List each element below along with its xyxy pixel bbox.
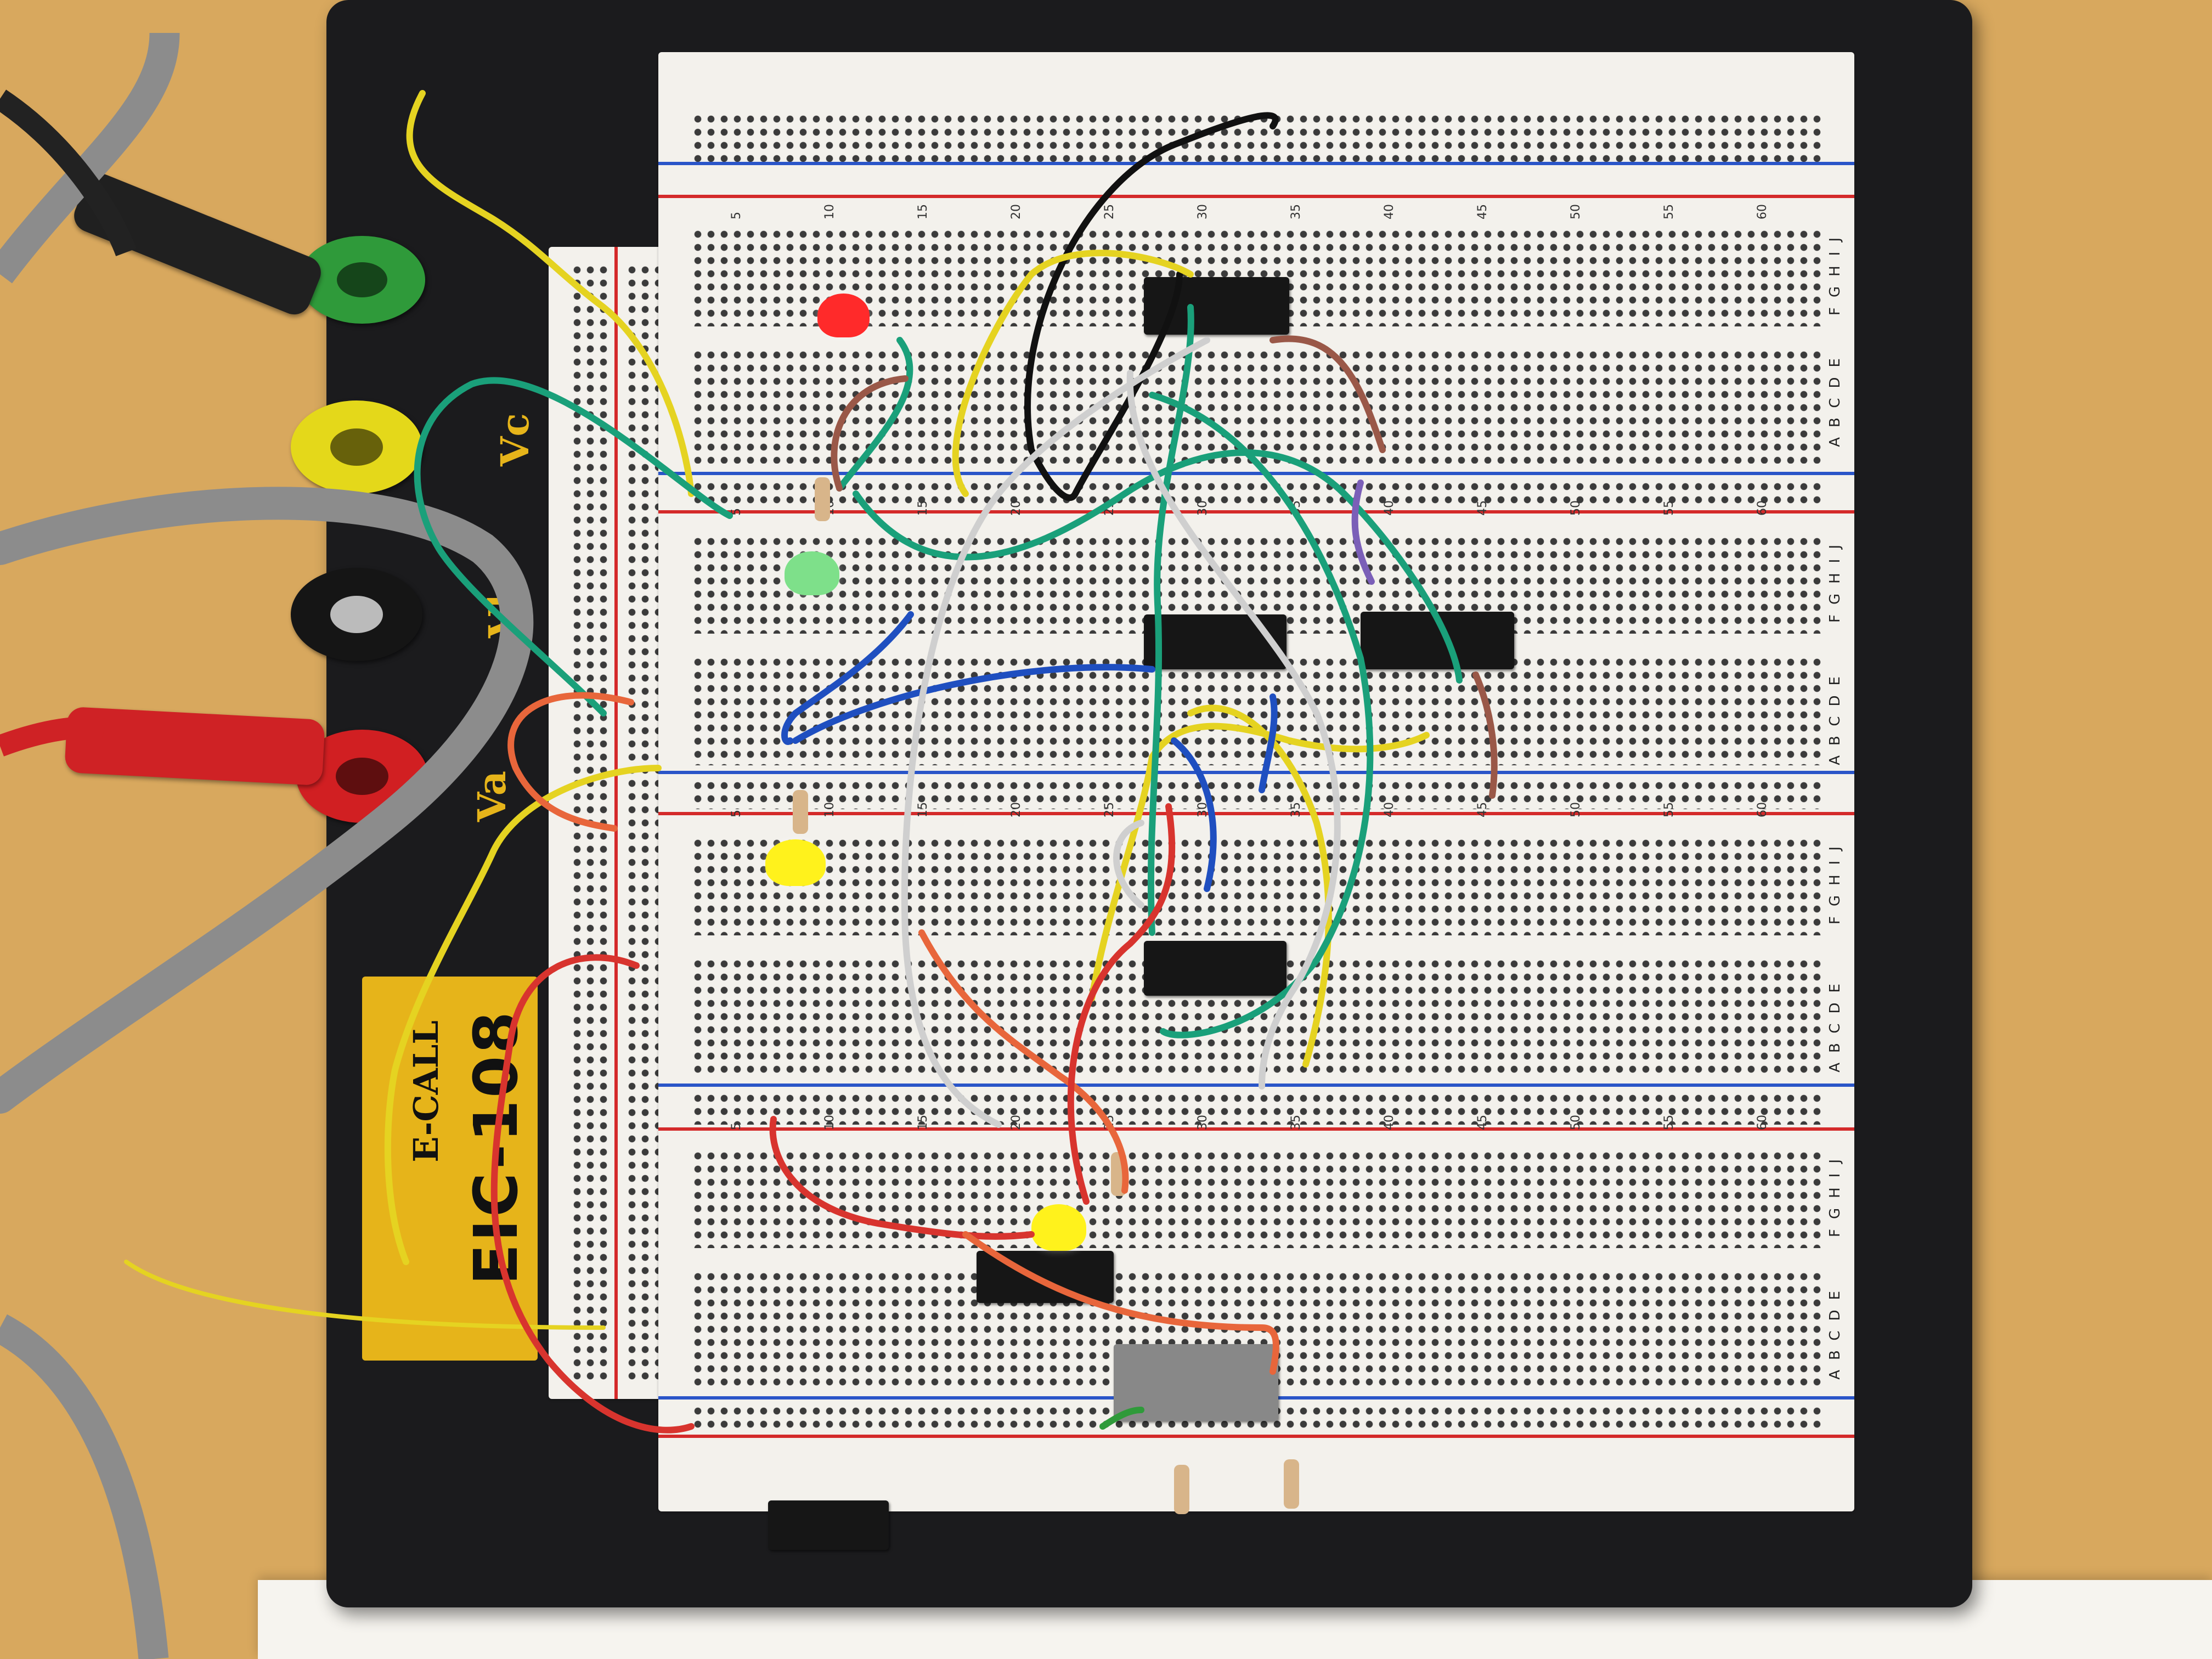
led-icon (1031, 1204, 1086, 1251)
led-icon (817, 294, 870, 337)
binding-post-icon[interactable] (299, 236, 425, 324)
led-icon (785, 551, 839, 595)
main-breadboard: FGHIJ ABCDE FGHIJ ABCDE FGHIJ ABCDE FGHI… (658, 52, 1854, 1511)
binding-post-icon[interactable] (291, 400, 422, 494)
led-icon (765, 839, 826, 886)
ic-chip-icon (760, 1500, 896, 1550)
resistor-icon (793, 790, 808, 834)
binding-post-icon[interactable] (291, 568, 422, 661)
resistor-icon (1284, 1459, 1299, 1509)
resistor-icon (1174, 1465, 1189, 1514)
switch-module-icon[interactable] (1106, 1344, 1286, 1421)
ic-chip-icon (1136, 941, 1294, 996)
ic-chip-icon (1136, 277, 1297, 335)
resistor-icon (815, 477, 830, 521)
